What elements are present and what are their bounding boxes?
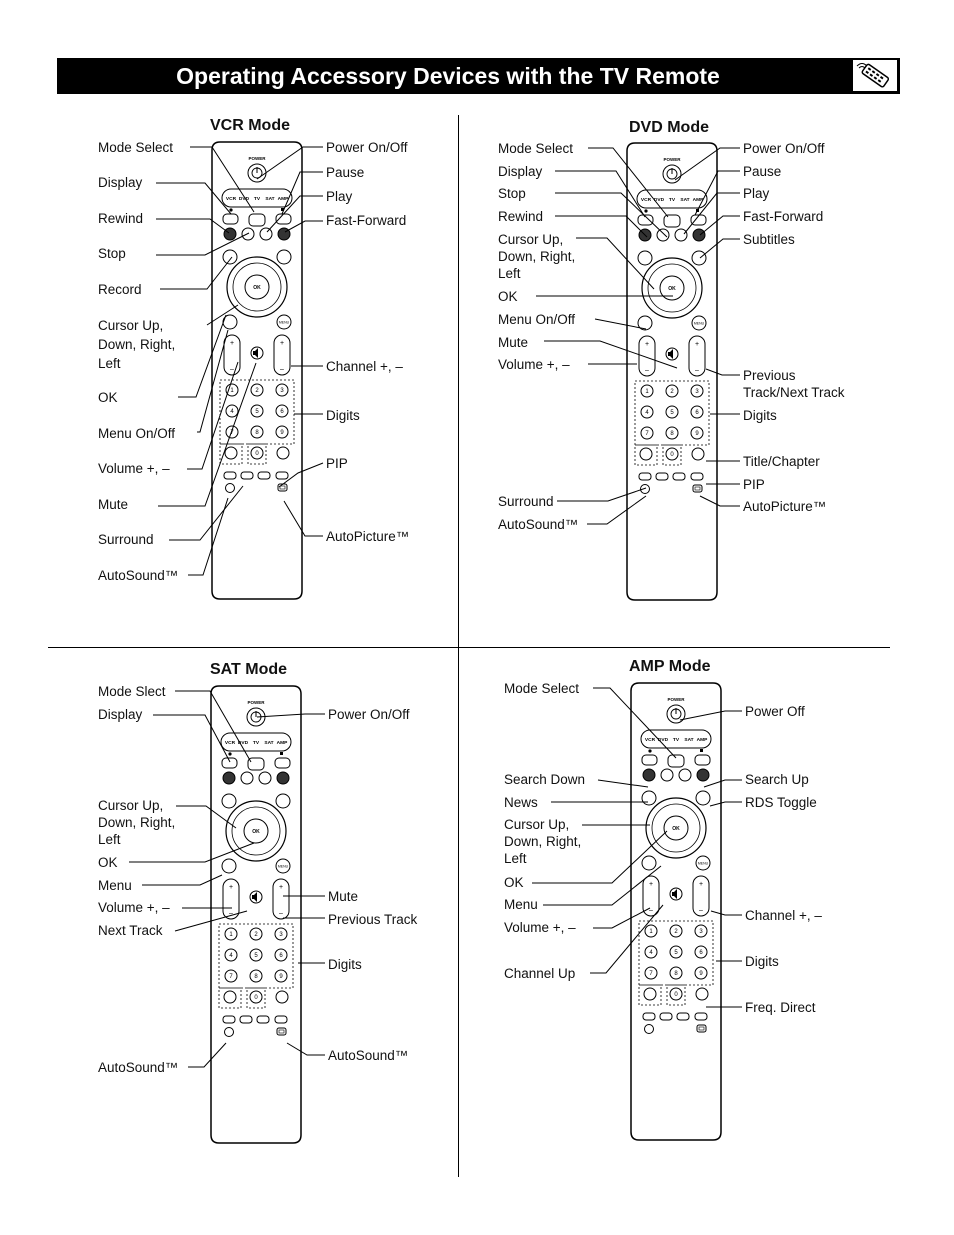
vcr-mode-title: VCR Mode	[210, 117, 290, 134]
amp-remote	[630, 682, 722, 1141]
callout-lines	[129, 146, 742, 1068]
sat-label-cursor: Cursor Up, Down, Right, Left	[98, 798, 176, 847]
sat-label-volume: Volume +, –	[98, 900, 170, 915]
vcr-label-menu: Menu On/Off	[98, 426, 176, 441]
vcr-label-fast-forward: Fast-Forward	[326, 213, 407, 228]
amp-label-ok: OK	[504, 875, 524, 890]
vcr-label-digits: Digits	[326, 408, 360, 423]
vcr-label-rewind: Rewind	[98, 211, 144, 226]
dvd-label-track: Previous Track/Next Track	[743, 368, 845, 400]
vcr-label-channel: Channel +, –	[326, 359, 403, 374]
amp-label-channel: Channel +, –	[745, 908, 822, 923]
dvd-label-display: Display	[498, 164, 543, 179]
dvd-label-rewind: Rewind	[498, 209, 544, 224]
sat-label-autosound-left: AutoSound™	[98, 1060, 179, 1075]
vcr-label-display: Display	[98, 175, 143, 190]
dvd-label-pip: PIP	[743, 477, 765, 492]
vcr-label-volume: Volume +, –	[98, 461, 170, 476]
dvd-label-mute: Mute	[498, 335, 529, 350]
vcr-label-cursor: Cursor Up, Down, Right, Left	[98, 318, 176, 371]
vcr-label-autosound: AutoSound™	[98, 568, 179, 583]
sat-label-ok: OK	[98, 855, 118, 870]
amp-label-digits: Digits	[745, 954, 779, 969]
dvd-label-mode-select: Mode Select	[498, 141, 574, 156]
amp-label-search-down: Search Down	[504, 772, 586, 787]
vcr-remote	[211, 141, 303, 600]
vcr-label-pause: Pause	[326, 165, 365, 180]
vcr-label-ok: OK	[98, 390, 118, 405]
amp-label-mode-select: Mode Select	[504, 681, 580, 696]
amp-label-cursor: Cursor Up, Down, Right, Left	[504, 817, 582, 866]
sat-label-previous-track: Previous Track	[328, 912, 418, 927]
dvd-label-surround: Surround	[498, 494, 554, 509]
amp-label-rds-toggle: RDS Toggle	[745, 795, 817, 810]
dvd-label-volume: Volume +, –	[498, 357, 570, 372]
dvd-label-menu: Menu On/Off	[498, 312, 576, 327]
dvd-label-pause: Pause	[743, 164, 782, 179]
sat-label-autosound-right: AutoSound™	[328, 1048, 409, 1063]
vcr-label-autopicture: AutoPicture™	[326, 529, 410, 544]
amp-label-volume: Volume +, –	[504, 920, 576, 935]
sat-remote	[210, 685, 302, 1144]
vcr-label-mode-select: Mode Select	[98, 140, 174, 155]
dvd-label-subtitles: Subtitles	[743, 232, 795, 247]
page-title-bar: Operating Accessory Devices with the TV …	[57, 58, 900, 94]
amp-label-power-off: Power Off	[745, 704, 805, 719]
remote-control-icon	[852, 59, 898, 92]
amp-label-news: News	[504, 795, 538, 810]
vcr-label-power: Power On/Off	[326, 140, 408, 155]
vcr-label-pip: PIP	[326, 456, 348, 471]
amp-label-menu: Menu	[504, 897, 538, 912]
amp-mode-title: AMP Mode	[629, 658, 711, 675]
sat-label-power: Power On/Off	[328, 707, 410, 722]
amp-label-channel-up: Channel Up	[504, 966, 576, 981]
dvd-label-autosound: AutoSound™	[498, 517, 579, 532]
dvd-label-digits: Digits	[743, 408, 777, 423]
amp-label-freq-direct: Freq. Direct	[745, 1000, 816, 1015]
sat-label-menu: Menu	[98, 878, 132, 893]
vcr-label-surround: Surround	[98, 532, 154, 547]
vcr-label-play: Play	[326, 189, 353, 204]
dvd-label-autopicture: AutoPicture™	[743, 499, 827, 514]
sat-label-mute: Mute	[328, 889, 359, 904]
dvd-mode-title: DVD Mode	[629, 119, 709, 136]
dvd-label-stop: Stop	[498, 186, 526, 201]
dvd-label-ok: OK	[498, 289, 518, 304]
dvd-label-cursor: Cursor Up, Down, Right, Left	[498, 232, 576, 281]
sat-label-digits: Digits	[328, 957, 362, 972]
quadrant-divider-vertical	[458, 115, 459, 1177]
vcr-label-record: Record	[98, 282, 142, 297]
quadrant-divider-horizontal	[48, 647, 890, 648]
vcr-label-mute: Mute	[98, 497, 129, 512]
sat-label-mode-select: Mode Slect	[98, 684, 166, 699]
sat-label-display: Display	[98, 707, 143, 722]
dvd-label-play: Play	[743, 186, 770, 201]
dvd-label-power: Power On/Off	[743, 141, 825, 156]
vcr-label-stop: Stop	[98, 246, 126, 261]
sat-mode-title: SAT Mode	[210, 661, 288, 678]
dvd-label-fast-forward: Fast-Forward	[743, 209, 824, 224]
dvd-label-title-chapter: Title/Chapter	[743, 454, 820, 469]
page-title: Operating Accessory Devices with the TV …	[176, 63, 720, 89]
sat-label-next-track: Next Track	[98, 923, 163, 938]
amp-label-search-up: Search Up	[745, 772, 809, 787]
